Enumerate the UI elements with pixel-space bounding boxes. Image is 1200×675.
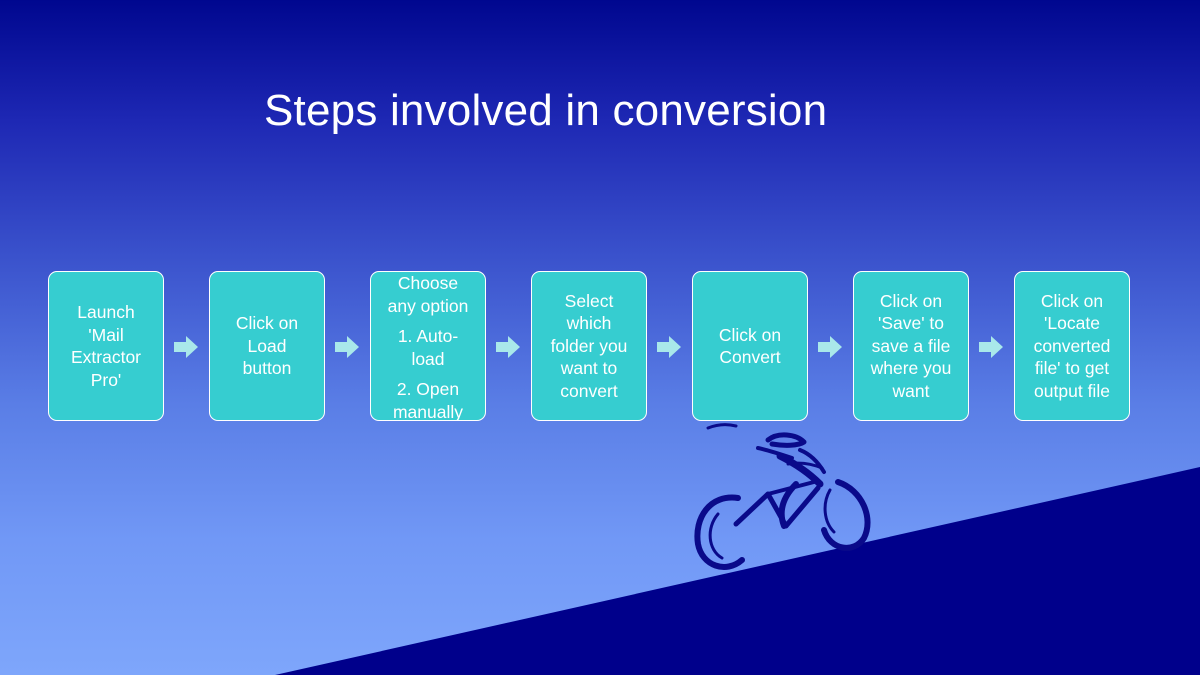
step-text: converted — [1033, 335, 1111, 356]
step-text: 'Save' to — [877, 313, 945, 334]
step-5-box: Click on Convert — [692, 271, 808, 421]
right-arrow-icon — [335, 336, 359, 358]
cyclist-illustration — [694, 423, 871, 570]
step-text: 'Mail — [88, 324, 124, 345]
step-text: Pro' — [90, 369, 122, 390]
option-text: load — [411, 348, 445, 369]
step-text: Click on — [718, 324, 782, 345]
step-2-box: Click on Load button — [209, 271, 325, 421]
step-text: Click on — [1040, 290, 1104, 311]
option-text: 2. Open — [396, 379, 460, 399]
step-text: Load — [247, 335, 287, 356]
right-arrow-icon — [496, 336, 520, 358]
step-text: 'Locate — [1044, 313, 1100, 334]
step-4-box: Select which folder you want to convert — [531, 271, 647, 421]
step-text: save a file — [871, 335, 951, 356]
step-text: Convert — [719, 347, 781, 367]
right-arrow-icon — [657, 336, 681, 358]
step-text: want to — [560, 358, 618, 379]
step-text: output file — [1034, 380, 1110, 401]
option-text: manually — [392, 401, 464, 421]
step-text: convert — [560, 380, 618, 401]
right-arrow-icon — [818, 336, 842, 358]
step-text: want — [892, 380, 930, 401]
right-arrow-icon — [174, 336, 198, 358]
step-3-box: Choose any option 1. Auto- load 2. Open … — [370, 271, 486, 421]
step-text: file' to get — [1034, 358, 1110, 379]
step-7-box: Click on 'Locate converted file' to get … — [1014, 271, 1130, 421]
step-text: Click on — [879, 290, 943, 311]
step-text: Extractor — [70, 347, 142, 367]
step-text: button — [242, 358, 292, 379]
option-text: 1. Auto- — [397, 326, 459, 346]
step-heading: Choose — [397, 273, 459, 293]
step-text: which — [566, 313, 612, 334]
step-text: Launch — [77, 302, 135, 322]
step-text: where you — [870, 358, 952, 379]
step-text: Click on — [235, 313, 299, 334]
option-auto-load: 1. Auto- load — [398, 325, 458, 370]
step-text: folder you — [550, 335, 628, 356]
step-6-box: Click on 'Save' to save a file where you… — [853, 271, 969, 421]
right-arrow-icon — [979, 336, 1003, 358]
step-1-box: Launch 'Mail Extractor Pro' — [48, 271, 164, 421]
step-heading: any option — [387, 295, 469, 316]
step-text: Select — [564, 290, 614, 311]
page-title: Steps involved in conversion — [264, 86, 828, 135]
option-open-manually: 2. Open manually — [392, 378, 464, 421]
